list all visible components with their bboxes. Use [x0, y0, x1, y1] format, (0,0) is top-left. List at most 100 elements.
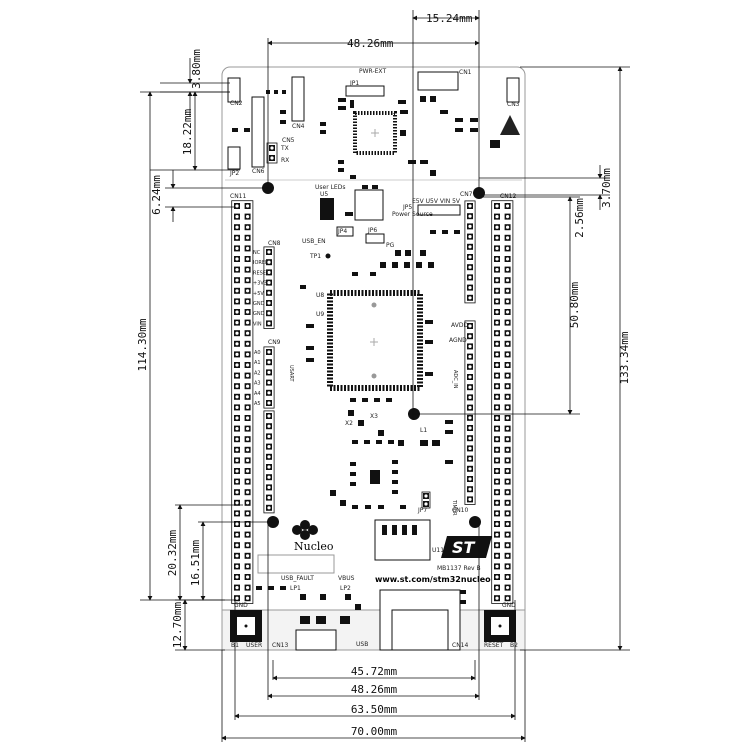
cn1-usb-connector	[417, 71, 459, 91]
u11-label: U11	[432, 547, 444, 554]
nucleo-logo	[292, 520, 318, 540]
jp1-jumper	[345, 85, 385, 97]
smd-component	[445, 460, 453, 464]
jp7-header	[421, 491, 431, 509]
smd-component	[274, 90, 278, 94]
smd-component	[400, 505, 406, 509]
smd-component	[338, 98, 346, 102]
cn6-header	[251, 96, 265, 168]
cn9-label: CN9	[268, 339, 281, 346]
adc-label: ADC_IN	[452, 370, 458, 389]
smd-component	[316, 616, 326, 624]
smd-component	[374, 398, 380, 402]
smd-component	[300, 616, 310, 624]
smd-component	[470, 118, 478, 122]
smd-component	[428, 262, 434, 268]
u8-label: U8	[316, 292, 324, 299]
smd-component	[392, 490, 398, 494]
cn4-label: CN4	[292, 123, 305, 130]
lp2-label: LP2	[340, 585, 351, 592]
dimension-lines	[140, 10, 630, 742]
smd-component	[400, 110, 408, 114]
smd-component	[380, 262, 386, 268]
cn9-header	[263, 346, 275, 409]
dim-left-18-22: 18.22mm	[181, 108, 194, 155]
dim-top-48-26: 48.26mm	[347, 37, 394, 50]
bottom-cutout	[221, 609, 526, 651]
dim-bot-48-26: 48.26mm	[351, 683, 398, 696]
smd-component	[300, 285, 306, 289]
cn13-label: CN13	[272, 642, 288, 649]
smd-component	[352, 440, 358, 444]
cn9-pin-label: A3	[254, 381, 261, 387]
smd-component	[364, 440, 370, 444]
smd-component	[425, 320, 433, 324]
nucleo-text: Nucleo	[294, 540, 334, 553]
smd-component	[455, 128, 463, 132]
smd-component	[338, 106, 346, 110]
smd-component	[378, 430, 384, 436]
smd-component	[362, 398, 368, 402]
smd-component	[340, 616, 350, 624]
smd-component	[455, 118, 463, 122]
cn10-header	[464, 320, 476, 505]
dim-left-6-24: 6.24mm	[150, 175, 163, 215]
smd-component	[420, 96, 426, 102]
smd-component	[392, 480, 398, 484]
usb-label: USB	[356, 641, 368, 648]
smd-component	[370, 272, 376, 276]
cn9-header-b	[263, 410, 275, 514]
smd-component	[440, 110, 448, 114]
smd-component	[300, 594, 306, 600]
url-label: www.st.com/stm32nucleo	[375, 575, 491, 584]
cn8-label: CN8	[268, 240, 281, 247]
smd-component	[392, 470, 398, 474]
dim-right-3-70: 3.70mm	[600, 168, 613, 208]
cn6-label: CN6	[252, 168, 265, 175]
cn8-pin-label: +5V	[253, 291, 264, 297]
cn9-pin-label: A4	[254, 391, 261, 397]
esd-warning-icon	[500, 115, 520, 135]
smd-component	[430, 170, 436, 176]
smd-component	[362, 185, 368, 189]
jp2-label: JP2	[229, 170, 239, 177]
smd-component	[460, 600, 466, 604]
power-source-options: E5V U5V VIN 5V	[412, 198, 461, 205]
jp5-power-source	[417, 204, 461, 216]
tp1-label: TP1	[309, 253, 321, 260]
cn8-pin-label: IOREF	[253, 260, 268, 266]
smd-component	[340, 500, 346, 506]
svg-text:ST: ST	[452, 538, 476, 557]
jp1-label: JP1	[349, 80, 359, 87]
rx-label: RX	[281, 157, 289, 164]
cn14-label: CN14	[452, 642, 468, 649]
smd-component	[454, 230, 460, 234]
smd-component	[408, 160, 416, 164]
smd-component	[432, 440, 440, 446]
smd-component	[420, 250, 426, 256]
u5-label: U5	[320, 191, 328, 198]
smd-component	[280, 120, 286, 124]
smd-component	[490, 140, 500, 148]
smd-component	[320, 130, 326, 134]
smd-component	[470, 128, 478, 132]
usb-fault-label: USB_FAULT	[281, 575, 314, 582]
cn9-pin-label: A2	[254, 370, 261, 376]
x3-label: X3	[370, 413, 378, 420]
smd-component	[425, 340, 433, 344]
jp4-usb-en	[336, 226, 354, 237]
smd-component	[420, 160, 428, 164]
dim-left-12-70: 12.70mm	[171, 601, 184, 648]
reset-label: RESET	[484, 642, 504, 649]
smd-component	[282, 90, 286, 94]
dim-bot-70-00: 70.00mm	[351, 725, 398, 738]
smd-component	[404, 262, 410, 268]
cn11-morpho-header	[231, 200, 254, 604]
agnd-label: AGND	[449, 337, 467, 344]
u5-chip	[320, 198, 334, 220]
cn13-usb-connector	[295, 629, 337, 651]
tx-label: TX	[280, 145, 289, 152]
smd-component	[378, 505, 384, 509]
cn8-pin-label: +3V3	[253, 281, 267, 287]
